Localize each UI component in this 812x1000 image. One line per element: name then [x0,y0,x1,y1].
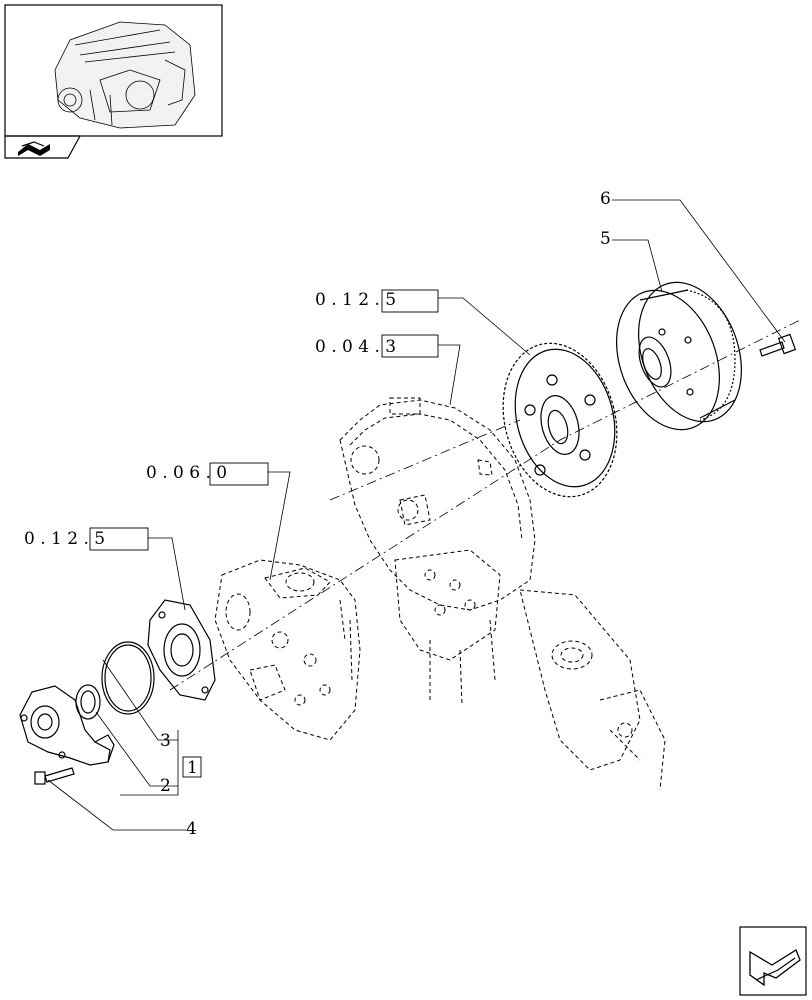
ref-012-5-top[interactable]: 0 . 1 2 . 5 [315,289,439,313]
bolt-part-6 [759,333,797,357]
o-ring-part-3 [101,641,155,715]
engine-thumbnail[interactable] [4,4,223,137]
callout-1-box: 1 [182,756,202,778]
svg-text:0 . 0 6 . 0: 0 . 0 6 . 0 [146,463,227,483]
pulley-part-5 [616,281,742,431]
callout-2: 2 [160,776,171,796]
callout-1: 1 [187,758,198,778]
timing-housing [339,397,666,791]
callout-5: 5 [600,229,611,249]
pump-housing [19,685,115,766]
assembly-axis-line-2 [329,419,521,501]
next-page-arrow-icon[interactable] [739,926,807,996]
camshaft-section [214,559,361,741]
callout-3: 3 [160,731,171,751]
callout-4: 4 [186,819,197,839]
ref-012-5-left[interactable]: 0 . 1 2 . 5 [24,527,149,551]
gear-cover-plate [147,599,216,701]
svg-text:0 . 0 4 . 3: 0 . 0 4 . 3 [315,337,396,357]
ref-006-0[interactable]: 0 . 0 6 . 0 [146,462,269,486]
bolt-part-4 [34,767,75,785]
book-arrow-icon[interactable] [4,135,82,159]
leader-lines [47,199,786,831]
svg-text:0 . 1 2 . 5: 0 . 1 2 . 5 [24,529,105,549]
gear-wheel [502,342,618,498]
ref-004-3[interactable]: 0 . 0 4 . 3 [315,334,439,358]
svg-text:0 . 1 2 . 5: 0 . 1 2 . 5 [315,290,396,310]
callout-6: 6 [600,189,611,209]
assembly-axis-line [169,319,801,691]
